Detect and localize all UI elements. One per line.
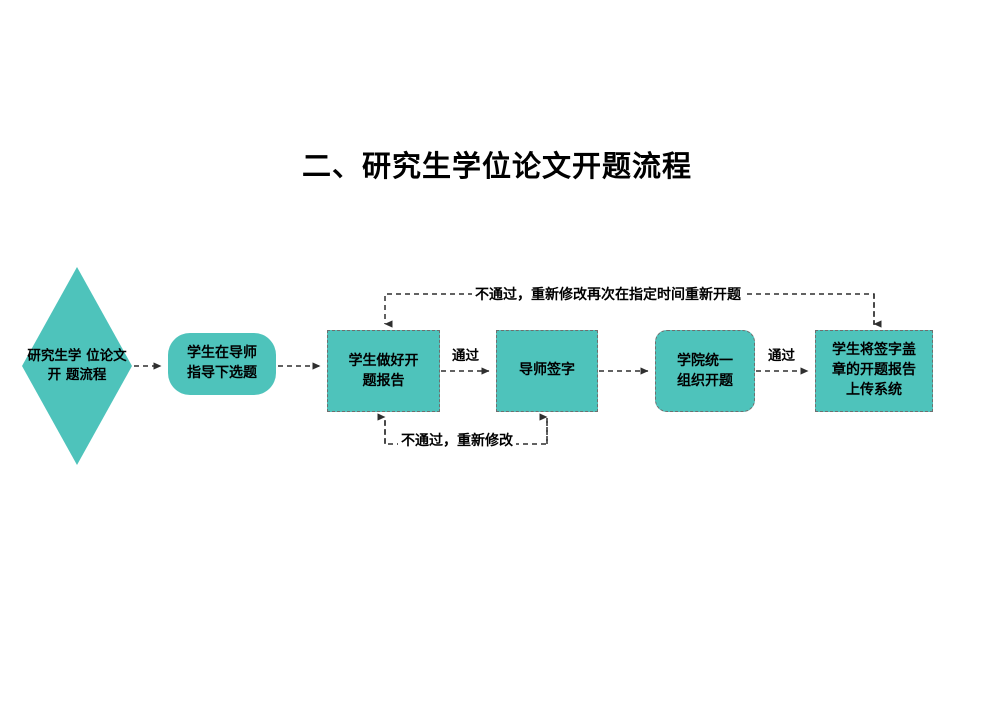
node-proposal-report-label: 学生做好开 题报告 [348,352,419,389]
node-college-organizes-label: 学院统一 组织开题 [677,352,733,389]
node-start[interactable]: 研究生学 位论文开 题流程 [22,267,132,465]
edge-label-fail-top: 不通过，重新修改再次在指定时间重新开题 [472,284,744,304]
edge-label-pass-2: 通过 [768,348,795,364]
page-title: 二、研究生学位论文开题流程 [301,149,692,183]
edge-label-pass-1: 通过 [452,348,479,364]
node-proposal-report[interactable]: 学生做好开 题报告 [327,330,440,412]
node-college-organizes[interactable]: 学院统一 组织开题 [655,330,755,412]
node-topic-selection[interactable]: 学生在导师 指导下选题 [168,333,276,395]
node-upload-system-label: 学生将签字盖 章的开题报告 上传系统 [832,342,916,398]
node-upload-system[interactable]: 学生将签字盖 章的开题报告 上传系统 [815,330,933,412]
node-topic-selection-label: 学生在导师 指导下选题 [187,345,257,381]
edge-label-fail-bottom: 不通过，重新修改 [398,430,516,450]
node-advisor-signature[interactable]: 导师签字 [496,330,598,412]
node-advisor-signature-label: 导师签字 [519,362,575,379]
node-start-label: 研究生学 位论文开 题流程 [27,347,127,383]
